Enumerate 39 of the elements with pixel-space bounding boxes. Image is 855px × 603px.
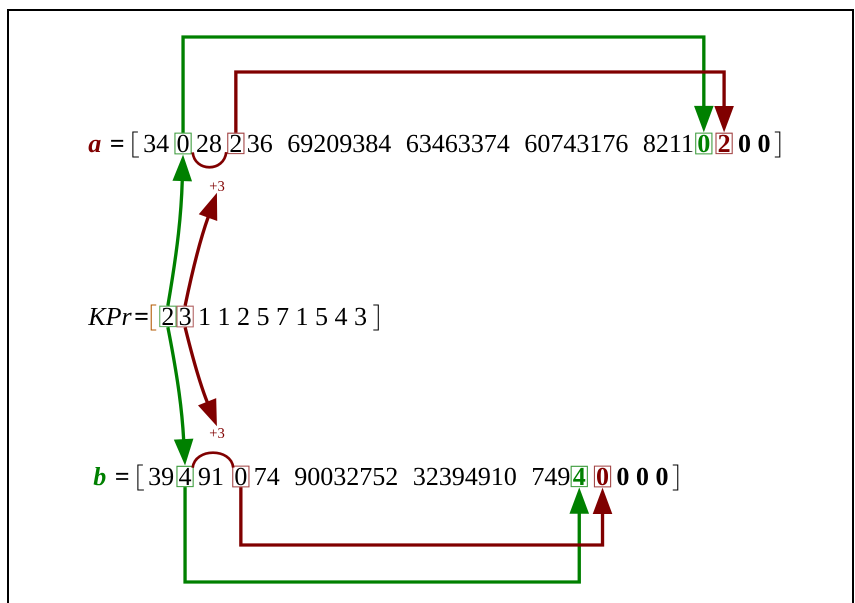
boxed-digit: 0 (232, 466, 250, 488)
variable-name: a (88, 140, 101, 152)
number: 74 (255, 468, 280, 485)
boxed-digit: 4 (570, 466, 588, 488)
shift-label: +3 (210, 181, 224, 191)
number: 0 (636, 468, 648, 486)
number: 90032752 (295, 468, 397, 486)
number: 36 (248, 134, 272, 152)
variable-name: b (94, 466, 106, 486)
number: 28 (197, 134, 221, 152)
number: 0 (656, 468, 668, 486)
boxed-digit: 2 (159, 306, 176, 328)
equals-sign: = (111, 140, 124, 147)
number: 0 (617, 468, 628, 486)
arrow (181, 35, 714, 133)
number: 8211 (644, 134, 692, 152)
number: 1 1 2 5 7 1 5 4 3 (200, 308, 366, 326)
number: 0 (758, 134, 770, 152)
shift-label: +3 (210, 428, 224, 438)
boxed-digit: 2 (227, 132, 244, 154)
boxed-digit: 0 (174, 132, 192, 154)
arrow (234, 70, 734, 133)
boxed-digit: 0 (594, 466, 612, 488)
boxed-digit: 0 (695, 132, 712, 154)
variable-name: KPr (88, 308, 132, 325)
number: 39 (149, 468, 174, 486)
number: 63463374 (406, 134, 510, 152)
number: 69209384 (288, 134, 391, 152)
number: 32394910 (414, 468, 516, 486)
number: 91 (198, 468, 222, 486)
equals-sign: = (116, 472, 128, 480)
equals-sign: = (135, 312, 148, 320)
boxed-digit: 4 (176, 466, 194, 488)
number: 60743176 (525, 134, 628, 152)
boxed-digit: 3 (176, 306, 194, 328)
number: 34 (144, 134, 169, 152)
number: 0 (738, 134, 750, 152)
boxed-digit: 2 (715, 132, 733, 154)
number: 749 (533, 468, 570, 486)
